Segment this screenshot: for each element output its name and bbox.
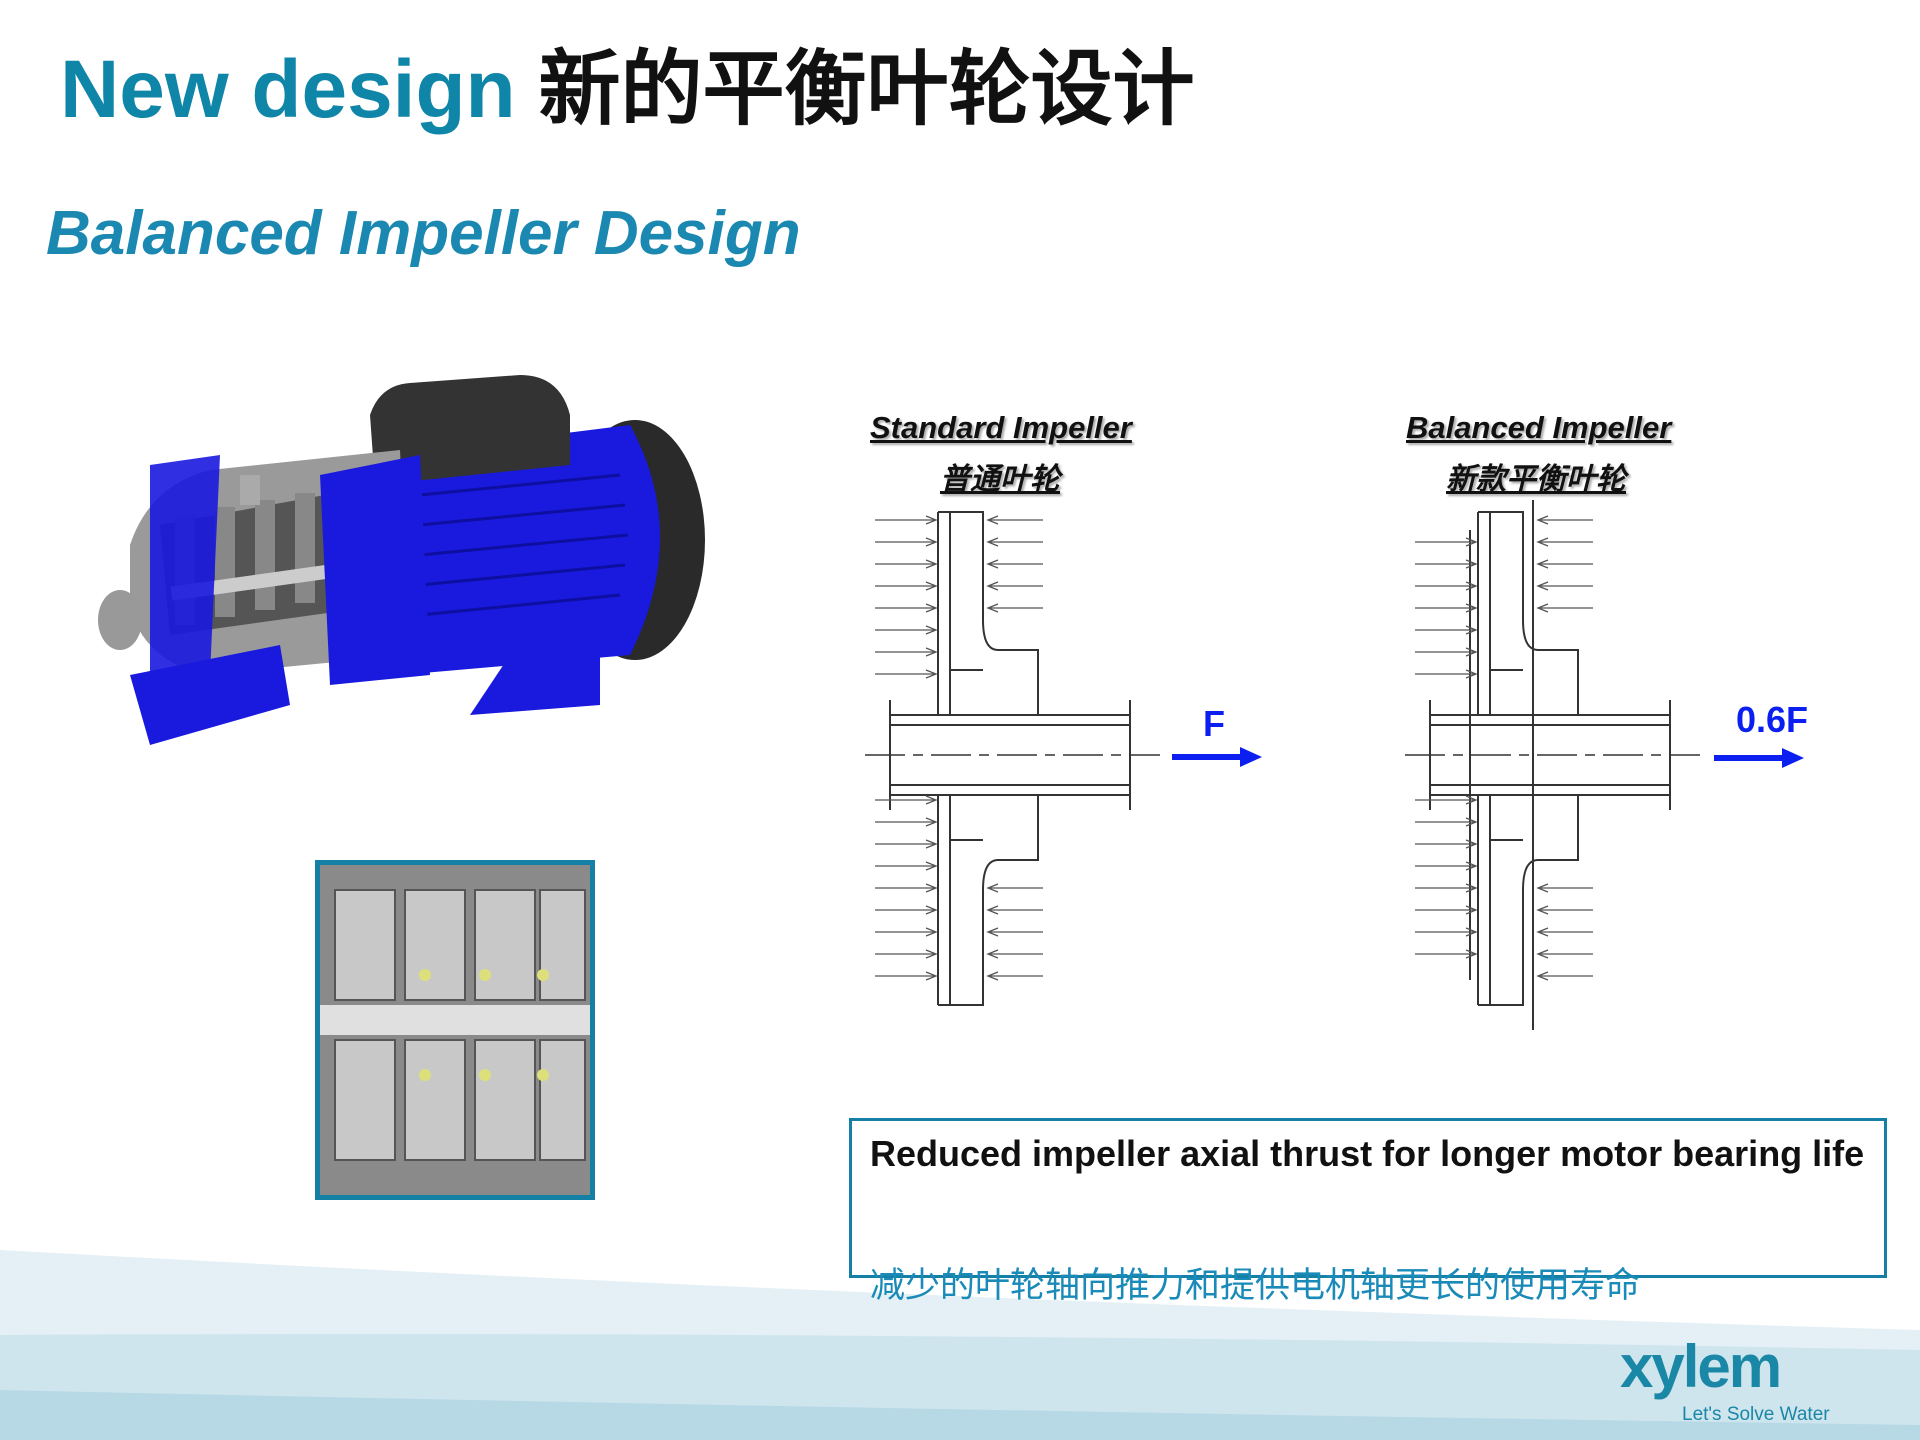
pressure-arrow-left <box>1415 817 1478 827</box>
pressure-arrow-right <box>986 581 1043 591</box>
pump-illustration <box>98 375 705 745</box>
pressure-arrow-left <box>1415 625 1478 635</box>
pressure-arrow-left <box>1415 949 1478 959</box>
pressure-arrow-left <box>1415 795 1478 805</box>
pressure-arrow-right <box>986 883 1043 893</box>
pressure-arrow-left <box>875 625 938 635</box>
standard-impeller-label: Standard Impeller <box>870 410 1132 445</box>
pressure-arrow-right <box>1536 537 1593 547</box>
standard-impeller-label-zh: 普通叶轮 <box>940 462 1060 497</box>
pressure-arrow-left <box>1415 581 1478 591</box>
pressure-arrow-right <box>1536 559 1593 569</box>
pressure-arrow-left <box>875 949 938 959</box>
pressure-arrow-left <box>875 861 938 871</box>
force-label-standard: F <box>1203 703 1225 744</box>
impeller-lower <box>937 795 1039 1006</box>
pressure-arrow-left <box>875 927 938 937</box>
pressure-arrow-right <box>986 603 1043 613</box>
pressure-arrow-left <box>1415 559 1478 569</box>
balanced-impeller-label: Balanced Impeller <box>1406 410 1672 445</box>
callout-text: Reduced impeller axial thrust for longer… <box>870 1133 1865 1174</box>
pressure-arrow-left <box>1415 861 1478 871</box>
pressure-arrow-right <box>986 949 1043 959</box>
pressure-arrow-left <box>875 817 938 827</box>
pressure-arrow-right <box>986 515 1043 525</box>
slide-subtitle: Balanced Impeller Design <box>46 199 801 268</box>
callout-box <box>849 1118 1887 1278</box>
pressure-arrow-right <box>1536 949 1593 959</box>
pressure-arrow-left <box>1415 839 1478 849</box>
shaft <box>889 700 1131 810</box>
pressure-arrow-right <box>986 905 1043 915</box>
balanced-impeller-diagram <box>1405 500 1700 1030</box>
balanced-impeller-label-zh: 新款平衡叶轮 <box>1446 462 1626 497</box>
force-arrow-balanced <box>1714 748 1804 768</box>
pressure-arrow-right <box>1536 603 1593 613</box>
pressure-arrow-right <box>986 537 1043 547</box>
pressure-arrow-left <box>875 905 938 915</box>
impeller-lower <box>1477 795 1579 1006</box>
footer-wave <box>0 1250 1920 1440</box>
pressure-arrow-left <box>1415 603 1478 613</box>
pressure-arrow-left <box>875 647 938 657</box>
pressure-arrow-left <box>1415 537 1478 547</box>
force-label-balanced: 0.6F <box>1736 699 1809 740</box>
pressure-arrow-left <box>875 839 938 849</box>
force-arrow-standard <box>1172 747 1262 767</box>
title-english: New design <box>60 44 516 135</box>
callout-text-zh: 减少的叶轮轴向推力和提供电机轴更长的使用寿命 <box>870 1266 1641 1306</box>
pressure-arrow-right <box>1536 883 1593 893</box>
pressure-arrow-left <box>875 603 938 613</box>
pressure-arrow-left <box>1415 647 1478 657</box>
pressure-arrow-left <box>875 515 938 525</box>
pressure-arrow-right <box>1536 581 1593 591</box>
pressure-arrow-right <box>986 927 1043 937</box>
logo-tagline: Let's Solve Water <box>1682 1404 1830 1425</box>
pressure-arrow-right <box>1536 515 1593 525</box>
impeller-upper <box>937 511 1039 715</box>
pressure-arrow-right <box>1536 927 1593 937</box>
pressure-arrow-left <box>875 559 938 569</box>
pressure-arrow-right <box>1536 905 1593 915</box>
pressure-arrow-left <box>875 795 938 805</box>
pressure-arrow-left <box>875 537 938 547</box>
pressure-arrow-left <box>1415 905 1478 915</box>
pressure-arrow-left <box>875 883 938 893</box>
impeller-upper <box>1477 511 1579 715</box>
pressure-arrow-right <box>1536 971 1593 981</box>
pressure-arrow-right <box>986 971 1043 981</box>
standard-impeller-diagram <box>865 511 1160 1006</box>
slide-title: New design 新的平衡叶轮设计 <box>60 42 1194 138</box>
xylem-logo: xylem <box>1620 1333 1782 1400</box>
title-chinese: 新的平衡叶轮设计 <box>538 42 1195 137</box>
pressure-arrow-left <box>1415 669 1478 679</box>
shaft <box>1429 700 1671 810</box>
impeller-cutaway-photo <box>315 860 595 1200</box>
pressure-arrow-left <box>875 669 938 679</box>
pressure-arrow-left <box>1415 927 1478 937</box>
pressure-arrow-left <box>875 581 938 591</box>
pressure-arrow-right <box>986 559 1043 569</box>
pressure-arrow-left <box>875 971 938 981</box>
pressure-arrow-left <box>1415 883 1478 893</box>
